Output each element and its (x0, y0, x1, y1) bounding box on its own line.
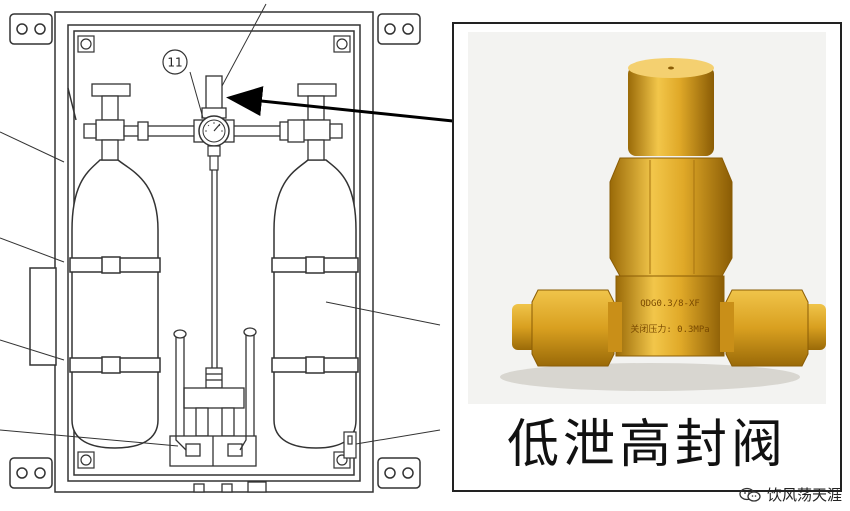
watermark: 饮风荡天涯 (739, 484, 842, 505)
right-cylinder-valve (297, 83, 343, 161)
right-gas-cylinder (271, 159, 359, 449)
callout-number: 11 (167, 56, 182, 70)
valve-photo-panel: QDG0.3/8-XF 关闭压力: 0.3MPa 低泄高封阀 (452, 22, 842, 492)
small-fitting (343, 431, 357, 459)
pressure-gauge-icon (193, 115, 235, 171)
photo-caption: 低泄高封阀 (506, 415, 787, 475)
left-gas-cylinder (69, 159, 161, 449)
wechat-chat-icon (739, 487, 761, 502)
side-hoses (173, 327, 257, 451)
valve-photo: QDG0.3/8-XF 关闭压力: 0.3MPa (468, 32, 826, 404)
mounting-bracket-icon (9, 13, 421, 489)
watermark-text: 饮风荡天涯 (766, 486, 842, 504)
left-cylinder-valve (83, 83, 131, 161)
low-leak-relief-valve (201, 75, 227, 121)
brass-valve-image: QDG0.3/8-XF 关闭压力: 0.3MPa (500, 58, 826, 391)
valve-marking-line1: QDG0.3/8-XF (640, 299, 700, 309)
side-box (29, 267, 57, 366)
corner-screws (77, 35, 351, 469)
leader-lines (0, 3, 441, 447)
central-pipe (205, 170, 223, 389)
callout-11: 11 (162, 49, 188, 75)
outlet-valve-block (169, 387, 267, 493)
valve-marking-line2: 关闭压力: 0.3MPa (630, 323, 709, 335)
